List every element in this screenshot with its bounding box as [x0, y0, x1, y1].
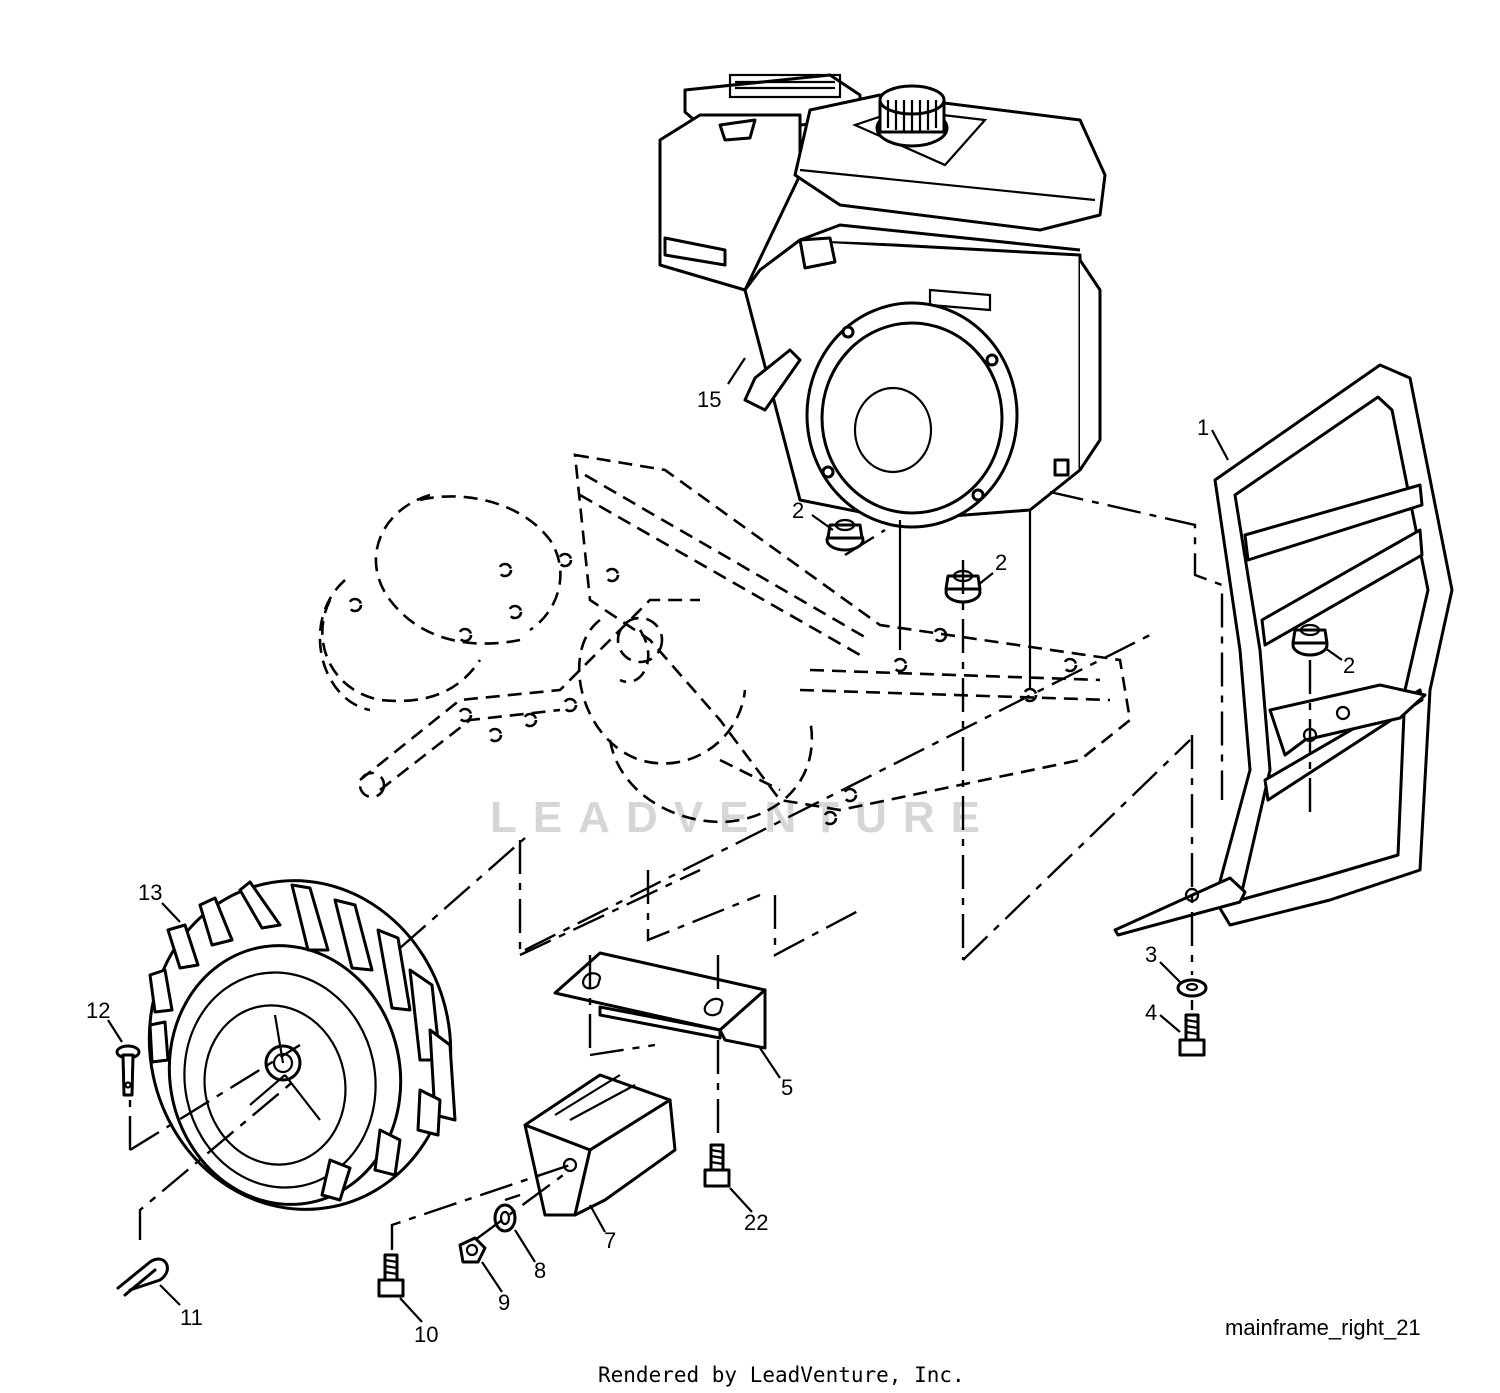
leader-lines	[107, 357, 1343, 1323]
bolt-part-4	[1178, 1013, 1206, 1057]
nut-part-9	[458, 1236, 487, 1264]
assembly-lines	[128, 490, 1312, 1250]
callout-5: 5	[781, 1075, 793, 1100]
callout-2-engine-nut: 2	[792, 498, 804, 523]
callout-15: 15	[697, 387, 721, 412]
lock-washer-part-8	[493, 1203, 517, 1233]
watermark-text: LEADVENTURE	[490, 793, 996, 842]
callout-7: 7	[604, 1228, 616, 1253]
callout-2-frame-nut: 2	[995, 550, 1007, 575]
hairpin-clip-part-11	[116, 1257, 169, 1297]
flange-nut-part-2c	[1291, 623, 1329, 657]
callout-2-bumper-nut: 2	[1343, 653, 1355, 678]
callout-13: 13	[138, 880, 162, 905]
callout-1: 1	[1197, 415, 1209, 440]
engine-part-15	[658, 73, 1107, 690]
washer-part-3	[1176, 978, 1208, 998]
flange-nut-part-2a	[825, 518, 865, 552]
bolt-part-22	[703, 1143, 731, 1188]
callout-11: 11	[180, 1305, 203, 1330]
callout-12: 12	[86, 998, 110, 1023]
bolt-part-10	[377, 1253, 405, 1298]
weight-part-7	[523, 1073, 677, 1217]
callout-3: 3	[1145, 942, 1157, 967]
callouts: 15 1 2 2 2 3 4 5 7 8 9 10 11 12 13 22	[86, 387, 1355, 1347]
drawing-id: mainframe_right_21	[1225, 1315, 1421, 1340]
callout-10: 10	[414, 1322, 438, 1347]
bracket-part-5	[553, 951, 767, 1050]
tiller-frame-phantom	[318, 394, 1132, 826]
callout-22: 22	[744, 1210, 768, 1235]
callout-9: 9	[498, 1290, 510, 1315]
render-credit: Rendered by LeadVenture, Inc.	[598, 1363, 965, 1387]
bumper-frame-part-1	[1113, 363, 1454, 937]
callout-4: 4	[1145, 1000, 1157, 1025]
wheel-part-13	[147, 879, 457, 1211]
callout-8: 8	[534, 1258, 546, 1283]
clevis-pin-part-12	[115, 1044, 141, 1097]
